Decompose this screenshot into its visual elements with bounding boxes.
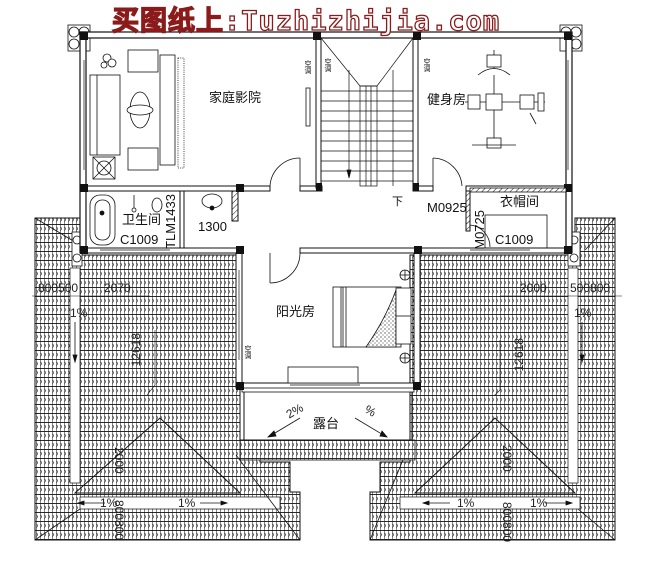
room-label-cloakroom: 衣帽间 <box>500 195 540 210</box>
room-label-sunroom: 阳光房 <box>276 305 316 320</box>
bathroom-fixtures <box>89 193 223 246</box>
door-code-m0725: M0725 <box>472 210 487 250</box>
basin-dimension: 1300 <box>198 219 227 234</box>
columns <box>80 32 572 390</box>
gym-equipment <box>465 50 545 149</box>
roof-center-bottom <box>239 439 416 461</box>
dimension-bottom-right-a: 2000 <box>500 445 514 472</box>
slope-bottom-left-b: 1% <box>178 496 196 510</box>
roof-right <box>369 217 616 541</box>
room-label-terrace: 露台 <box>313 417 340 432</box>
ac-label: 空调 <box>304 60 312 74</box>
watermark: 买图纸上:Tuzhizhijia.com <box>111 6 501 37</box>
staircase <box>320 37 414 187</box>
ac-label: 空调 <box>324 58 332 72</box>
doors <box>269 157 491 284</box>
slope-bottom-right-a: 1% <box>457 496 475 510</box>
dimension-bottom-left-a: 2000 <box>112 447 126 474</box>
door-code-m0925: M0925 <box>427 200 467 215</box>
window-code-bathroom: C1009 <box>120 232 159 247</box>
ac-label: 空调 <box>244 345 252 359</box>
dimension-bottom-right-b: 800800 <box>500 502 514 543</box>
windows <box>83 60 569 386</box>
dimension-right-a: 2000 <box>520 281 547 295</box>
slope-arrows <box>72 322 585 506</box>
theater-furniture <box>89 49 311 180</box>
dimension-bottom-left-b: 800800 <box>112 500 126 541</box>
ac-label: 空调 <box>423 58 431 72</box>
dimension-right-vertical: 12618 <box>512 338 526 372</box>
dimension-left-vertical: 12618 <box>129 333 143 367</box>
room-label-home-theater: 家庭影院 <box>209 91 262 106</box>
cloak-shelf <box>469 187 567 249</box>
window-code-cloakroom: C1009 <box>495 232 534 247</box>
stairs-down-label: 下 <box>392 195 403 208</box>
sunroom-bed <box>287 269 412 384</box>
slope-bottom-left-a: 1% <box>100 496 118 510</box>
dimension-left-a: 800500 <box>38 281 79 295</box>
dimension-right-b: 500800 <box>570 281 611 295</box>
door-code-bathroom: TLM1433 <box>163 194 178 249</box>
dimension-lines <box>32 295 622 397</box>
slope-left-roof: 1% <box>70 306 88 320</box>
roof-left <box>34 217 301 541</box>
slope-bottom-right-b: 1% <box>530 496 548 510</box>
room-label-bathroom: 卫生间 <box>122 213 162 228</box>
room-label-gym: 健身房 <box>427 93 467 108</box>
slope-right-roof: 1% <box>574 306 592 320</box>
dimension-left-b: 2070 <box>104 281 131 295</box>
